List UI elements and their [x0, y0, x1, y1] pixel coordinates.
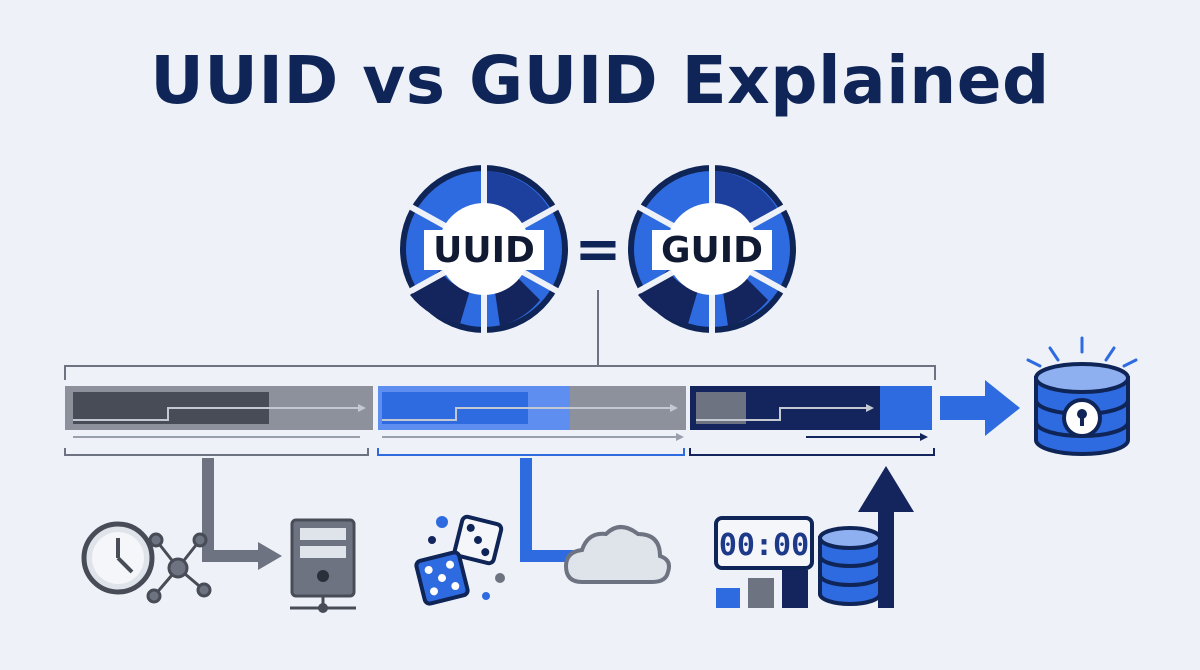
digital-clock-icon: 00:00: [714, 516, 814, 570]
up-arrow-icon: [858, 466, 914, 608]
uuid-label: UUID: [433, 230, 535, 271]
bar-chart-icon: [716, 570, 808, 608]
output-arrow: [940, 380, 1020, 436]
identifier-bar: [64, 365, 936, 456]
secure-database-icon: [1026, 336, 1138, 456]
server-icon: [290, 518, 356, 613]
clock-icon: [81, 521, 155, 595]
database-icon: [818, 526, 882, 606]
page-title: UUID vs GUID Explained: [150, 42, 1050, 119]
dice-icon: [414, 514, 505, 606]
middle-flow-line: [520, 458, 580, 562]
digital-clock-readout: 00:00: [719, 528, 809, 563]
left-flow-arrow: [202, 458, 262, 562]
cloud-icon: [563, 525, 671, 584]
network-node-icon: [146, 532, 212, 604]
equals-sign: =: [575, 217, 622, 282]
uuid-ring: UUID: [400, 165, 568, 333]
guid-ring: GUID: [628, 165, 796, 333]
guid-label: GUID: [661, 230, 763, 271]
